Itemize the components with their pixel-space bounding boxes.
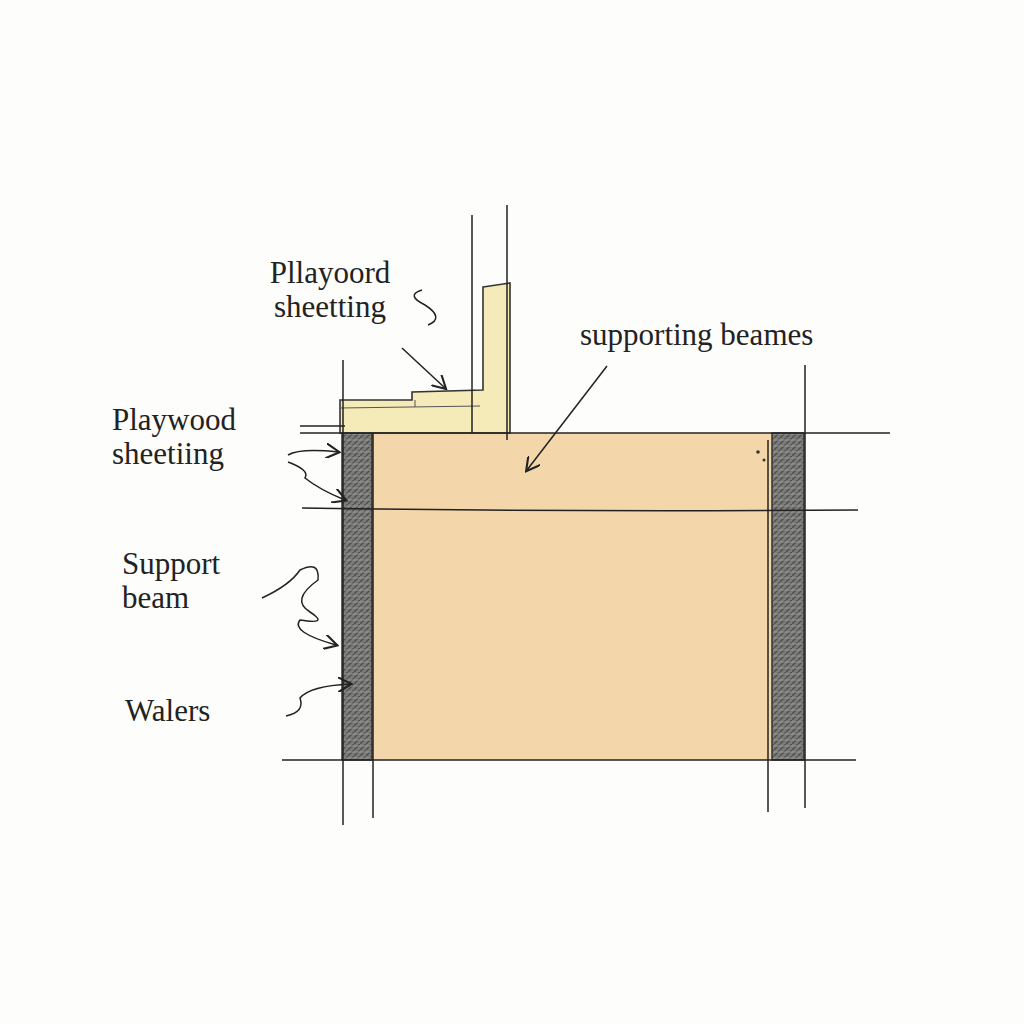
left-post	[342, 433, 372, 760]
part-label: Pllayoord sheetting	[230, 256, 430, 324]
part-label: Support beam	[122, 547, 272, 615]
right-post	[772, 433, 804, 760]
part-label: Playwood sheetiing	[112, 403, 297, 471]
part-label: Walers	[125, 694, 275, 728]
leader-lines	[262, 290, 607, 716]
part-label: supporting beames	[580, 318, 920, 352]
concrete-panel	[370, 433, 772, 760]
